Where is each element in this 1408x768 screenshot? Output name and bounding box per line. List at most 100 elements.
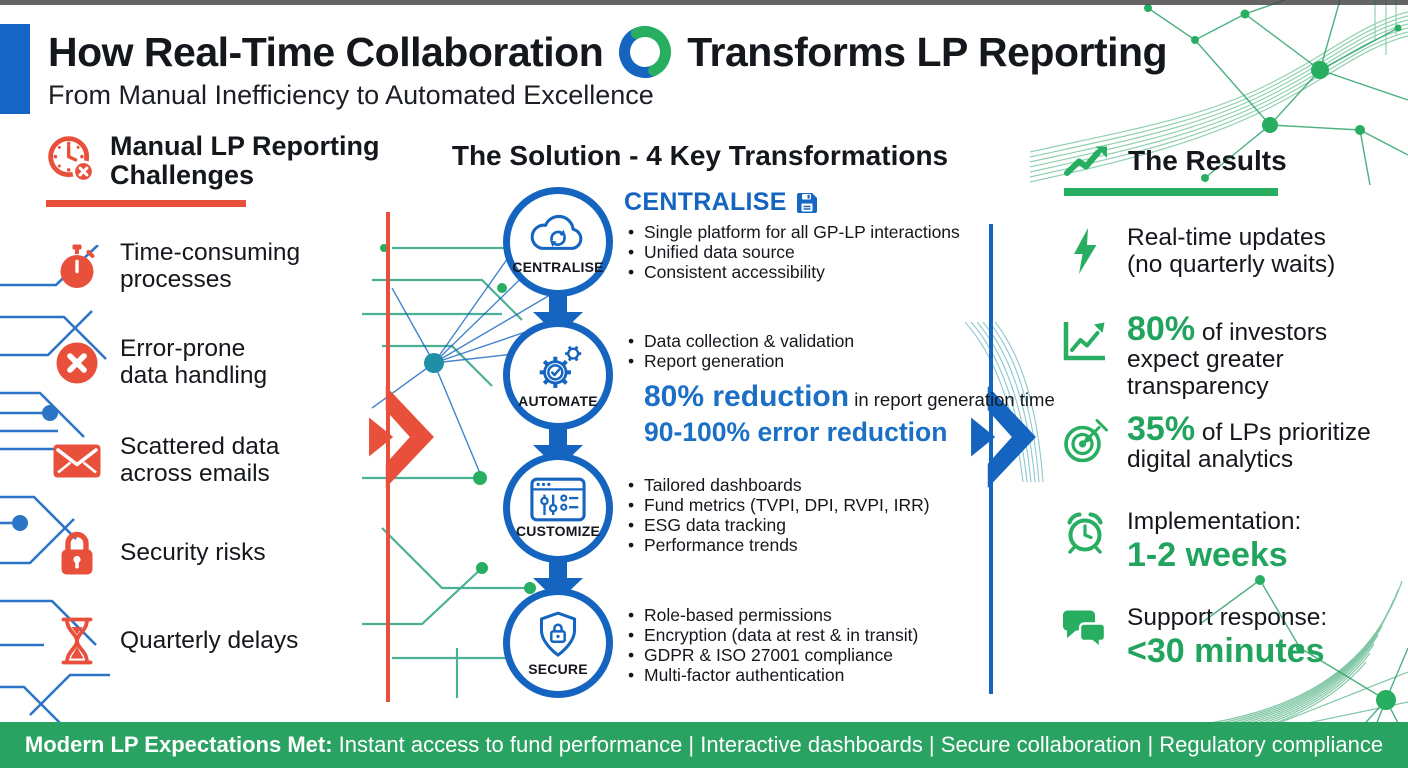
lightning-icon (1060, 226, 1110, 276)
step-circle-secure: SECURE (503, 588, 613, 698)
result-item-transparency: 80% of investors expect greater transpar… (1060, 312, 1408, 400)
result-text: Implementation: (1127, 508, 1302, 535)
bullet: Fund metrics (TVPI, DPI, RVPI, IRR) (624, 495, 994, 515)
challenge-label: Time-consuming processes (120, 239, 301, 293)
page-title-left: How Real-Time Collaboration (48, 28, 604, 75)
chat-bubbles-icon (1060, 606, 1110, 652)
secure-bullets: Role-based permissions Encryption (data … (624, 605, 994, 685)
bullet: GDPR & ISO 27001 compliance (624, 645, 994, 665)
step-label: CUSTOMIZE (516, 523, 600, 539)
automate-details: Data collection & validation Report gene… (624, 326, 1055, 448)
red-chevron-arrow (369, 386, 434, 488)
left-circuit-decoration (0, 245, 110, 724)
save-icon (796, 192, 817, 213)
challenge-item-delays: Quarterly delays (52, 616, 298, 666)
page-subtitle: From Manual Inefficiency to Automated Ex… (48, 80, 654, 110)
bullet: Unified data source (624, 242, 994, 262)
blue-flow-line (989, 224, 993, 694)
stat-strong: 80% reduction (644, 380, 850, 413)
hourglass-icon (52, 616, 102, 666)
challenge-label: Security risks (120, 538, 266, 566)
centralise-details: CENTRALISE Single platform for all GP-LP… (624, 188, 994, 282)
challenge-item-errors: Error-prone data handling (52, 335, 268, 389)
alarm-clock-icon (1060, 510, 1110, 556)
results-underline (1064, 188, 1278, 196)
step-circle-automate: AUTOMATE (503, 320, 613, 430)
challenge-label: Quarterly delays (120, 626, 299, 654)
red-flow-line (386, 212, 390, 702)
challenge-label: Error-prone data handling (120, 335, 268, 389)
footer-strong: Modern LP Expectations Met: (24, 732, 333, 757)
result-text: 80% of investors expect greater transpar… (1127, 312, 1408, 400)
result-item-analytics: 35% of LPs prioritize digital analytics (1060, 412, 1371, 473)
challenge-item-scattered: Scattered data across emails (52, 433, 280, 487)
result-item-support: Support response: <30 minutes (1060, 604, 1327, 669)
result-rest: of LPs prioritize digital analytics (1127, 419, 1371, 473)
step-label: SECURE (528, 660, 588, 677)
results-title: The Results (1128, 145, 1287, 176)
result-text: Support response: (1127, 604, 1328, 631)
bullet: Encryption (data at rest & in transit) (624, 625, 994, 645)
chart-growth-icon (1060, 318, 1110, 364)
automate-stat-error: 90-100% error reduction (644, 417, 948, 447)
challenge-label: Scattered data across emails (120, 433, 280, 487)
result-highlight: 1-2 weeks (1127, 536, 1288, 574)
automate-stat-reduction: 80% reduction in report generation time (644, 380, 1055, 414)
footer-bar: Modern LP Expectations Met: Instant acce… (0, 722, 1408, 768)
clock-error-icon (46, 132, 96, 186)
envelope-icon (52, 442, 102, 480)
sync-circle-icon (619, 26, 672, 78)
blue-chevron-arrow (971, 386, 1036, 488)
gear-check-icon (539, 345, 582, 388)
padlock-icon (52, 528, 102, 578)
bullet: Tailored dashboards (624, 475, 994, 495)
challenges-title: Manual LP Reporting Challenges (110, 131, 380, 190)
result-number: 80% (1127, 310, 1196, 348)
result-text-block: Implementation: 1-2 weeks (1127, 508, 1301, 573)
result-text-block: Support response: <30 minutes (1127, 604, 1327, 669)
result-number: 35% (1127, 410, 1196, 448)
page-title-right: Transforms LP Reporting (687, 28, 1168, 75)
result-item-realtime: Real-time updates (no quarterly waits) (1060, 224, 1335, 278)
results-header: The Results (1062, 142, 1287, 180)
challenges-underline (46, 200, 246, 207)
target-icon (1060, 418, 1110, 466)
shield-lock-icon (539, 611, 577, 657)
cloud-sync-icon (530, 214, 583, 250)
stat-rest: in report generation time (849, 389, 1055, 410)
step-label: AUTOMATE (518, 392, 598, 409)
bullet: Role-based permissions (624, 605, 994, 625)
secure-details: Role-based permissions Encryption (data … (624, 600, 994, 685)
title-accent-bar (0, 24, 30, 114)
bullet: Multi-factor authentication (624, 665, 994, 685)
result-text: 35% of LPs prioritize digital analytics (1127, 412, 1371, 473)
step-circle-customize: CUSTOMIZE (503, 453, 613, 563)
solution-title: The Solution - 4 Key Transformations (451, 140, 949, 171)
stopwatch-icon (52, 243, 102, 291)
step-circle-centralise: CENTRALISE (503, 187, 613, 297)
result-highlight: <30 minutes (1127, 632, 1325, 670)
top-right-network-decoration (1030, 0, 1408, 185)
bullet: Performance trends (624, 535, 994, 555)
page-title: How Real-Time Collaboration Transforms L… (48, 24, 1168, 80)
centralise-heading-label: CENTRALISE (624, 188, 787, 216)
bullet: Consistent accessibility (624, 262, 994, 282)
challenges-header: Manual LP Reporting Challenges (46, 132, 380, 190)
step-label: CENTRALISE (512, 258, 604, 275)
error-cross-icon (52, 340, 102, 386)
bullet: ESG data tracking (624, 515, 994, 535)
center-circuit-decoration (362, 237, 568, 698)
footer-text: Instant access to fund performance | Int… (332, 732, 1384, 757)
trend-up-icon (1062, 142, 1112, 180)
customize-details: Tailored dashboards Fund metrics (TVPI, … (624, 470, 994, 555)
centralise-heading: CENTRALISE (624, 188, 994, 217)
automate-bullets: Data collection & validation Report gene… (624, 331, 994, 371)
challenge-item-security: Security risks (52, 528, 266, 578)
result-rest: of investors expect greater transparency (1127, 319, 1328, 400)
bullet: Report generation (624, 351, 994, 371)
dashboard-sliders-icon (530, 477, 586, 522)
challenge-item-time: Time-consuming processes (52, 239, 301, 293)
result-text: Real-time updates (no quarterly waits) (1127, 224, 1336, 278)
customize-bullets: Tailored dashboards Fund metrics (TVPI, … (624, 475, 994, 555)
